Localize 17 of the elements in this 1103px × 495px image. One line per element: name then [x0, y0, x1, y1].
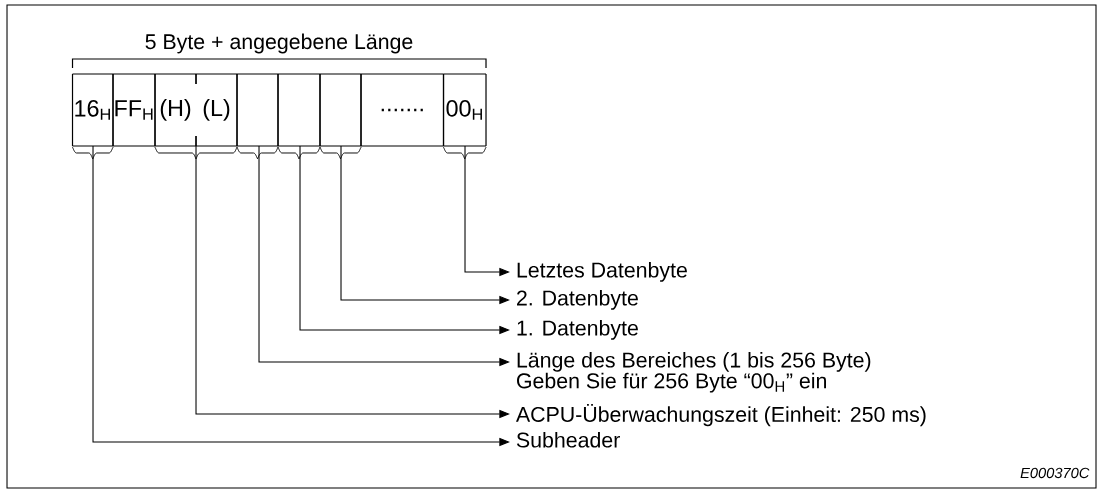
byte-cell: [236, 73, 279, 147]
description-text: Letztes Datenbyte: [517, 261, 687, 282]
figure-code: E000370C: [1020, 467, 1090, 479]
byte-cell: [277, 73, 321, 147]
byte-cell: 00$_{H}$: [442, 73, 487, 147]
description-text: Länge des Bereiches (1 bis 256 Byte) Geben Sie für 256 Byte “00$_{H}$” ein: [517, 351, 871, 393]
description-text: 2. Datenbyte: [517, 289, 638, 310]
description-text: Subheader: [516, 431, 620, 448]
description-text: 1. Datenbyte: [517, 319, 638, 340]
byte-cell: FF$_{H}$: [112, 73, 156, 147]
byte-cell: [319, 73, 362, 147]
byte-cell: .......: [360, 73, 445, 147]
byte-cell: 16$_{H}$: [71, 73, 114, 147]
bracket-label: 5 Byte + angegebene Länge: [145, 33, 413, 54]
description-text: ACPU-Überwachungszeit (Einheit: 250 ms): [516, 403, 926, 427]
byte-cell: (L): [195, 73, 238, 147]
byte-cell: (H): [154, 73, 197, 147]
